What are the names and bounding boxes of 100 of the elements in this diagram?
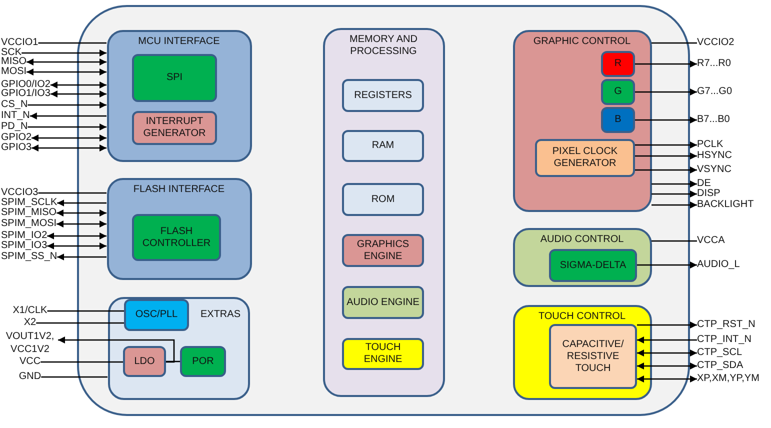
pin-label: AUDIO_L (697, 260, 740, 270)
signal-line (38, 42, 106, 44)
signal-line (41, 376, 108, 378)
pin-label: SPIM_MISO (1, 208, 57, 218)
pin-label: SCK (1, 48, 22, 58)
pin-label: GND (18, 372, 42, 382)
arrow (28, 102, 106, 108)
arrow (57, 200, 106, 206)
block-title: TOUCH CONTROL (537, 310, 627, 322)
function-block: PIXEL CLOCK GENERATOR (535, 139, 635, 177)
arrow (635, 60, 697, 68)
arrow (637, 322, 697, 328)
block-panel (106, 30, 252, 162)
block-title: EXTRAS (199, 308, 242, 320)
arrow (30, 112, 106, 120)
function-block: POR (180, 346, 226, 377)
pin-label: SPIM_MOSI (1, 219, 57, 229)
pin-label: GPIO2 (1, 133, 32, 143)
arrow (637, 350, 697, 356)
block-title: AUDIO CONTROL (539, 234, 625, 246)
signal-line (652, 240, 697, 242)
pin-label: CTP_SCL (697, 348, 742, 358)
arrow (57, 254, 106, 260)
arrow (637, 262, 697, 268)
block-panel (108, 296, 250, 400)
block-title: MCU INTERFACE (137, 36, 221, 48)
pin-label: SPIM_IO3 (1, 241, 48, 251)
function-block: INTERRUPT GENERATOR (132, 111, 217, 145)
pin-label: SPIM_SCLK (1, 198, 58, 208)
block-title: FLASH INTERFACE (132, 184, 226, 196)
pin-label: INT_N (1, 111, 30, 121)
arrow (637, 376, 697, 382)
arrow (50, 82, 106, 88)
arrow (637, 362, 697, 370)
function-block: GRAPHICS ENGINE (342, 234, 424, 267)
pin-label: X1/CLK (12, 306, 48, 316)
function-block: TOUCH ENGINE (342, 338, 424, 370)
function-block: FLASH CONTROLLER (132, 214, 221, 261)
pin-label: VSYNC (697, 165, 732, 175)
function-block: REGISTERS (342, 79, 424, 112)
pin-label: DISP (697, 189, 720, 199)
chip-outline (77, 5, 690, 416)
arrow (32, 134, 106, 142)
pin-label: HSYNC (697, 151, 732, 161)
signal-line (36, 322, 124, 324)
arrow (635, 142, 697, 148)
pin-label: SPIM_IO2 (1, 231, 48, 241)
arrow (652, 190, 697, 198)
signal-line (166, 360, 180, 362)
function-block: ROM (342, 183, 424, 216)
arrow (56, 220, 106, 228)
block-title: GRAPHIC CONTROL (532, 36, 632, 48)
pin-label: MISO (1, 57, 27, 67)
arrow (652, 202, 697, 208)
arrow (56, 210, 106, 216)
block-panel (322, 28, 444, 396)
signal-line (652, 42, 697, 44)
block-panel (512, 304, 652, 400)
function-block: AUDIO ENGINE (342, 286, 424, 319)
pin-label: VCCIO1 (1, 38, 38, 48)
arrow (32, 144, 106, 152)
arrow (635, 152, 697, 160)
arrow (47, 232, 106, 240)
pin-label: CTP_RST_N (697, 320, 756, 330)
arrow (50, 90, 106, 98)
arrow (635, 88, 697, 96)
arrow (47, 242, 106, 250)
function-block: SIGMA-DELTA (549, 249, 637, 282)
pin-label: CS_N (1, 100, 28, 110)
function-block: LDO (123, 346, 166, 377)
arrow (635, 166, 697, 174)
pin-label: DE (697, 179, 711, 189)
arrow (28, 124, 106, 130)
pin-label: G7...G0 (697, 87, 732, 97)
block-title: MEMORY AND PROCESSING (348, 34, 418, 58)
pin-label: X2 (24, 318, 36, 328)
arrow (22, 50, 106, 56)
arrow (635, 116, 697, 124)
function-block: OSC/PLL (124, 299, 189, 331)
arrow (637, 336, 697, 344)
pin-label: VCC (19, 357, 41, 367)
block-panel (512, 228, 652, 286)
block-panel (512, 30, 652, 212)
pin-label: PCLK (697, 140, 724, 150)
signal-line (40, 361, 123, 363)
function-block: SPI (132, 54, 217, 102)
pin-label: CTP_SDA (697, 361, 744, 371)
pin-label: BACKLIGHT (697, 200, 754, 210)
pin-label: VCCIO2 (697, 38, 734, 48)
function-block: G (601, 79, 635, 105)
signal-line (47, 310, 124, 312)
function-block: R (601, 51, 635, 77)
block-panel (106, 178, 252, 280)
pin-label: SPIM_SS_N (1, 252, 58, 262)
arrow (652, 180, 697, 188)
pin-label: XP,XM,YP,YM (697, 374, 760, 384)
arrow (26, 68, 106, 76)
pin-label: B7...B0 (697, 115, 730, 125)
pin-label: VOUT1V2, VCC1V2 (2, 330, 58, 356)
function-block: CAPACITIVE/ RESISTIVE TOUCH (549, 324, 637, 389)
